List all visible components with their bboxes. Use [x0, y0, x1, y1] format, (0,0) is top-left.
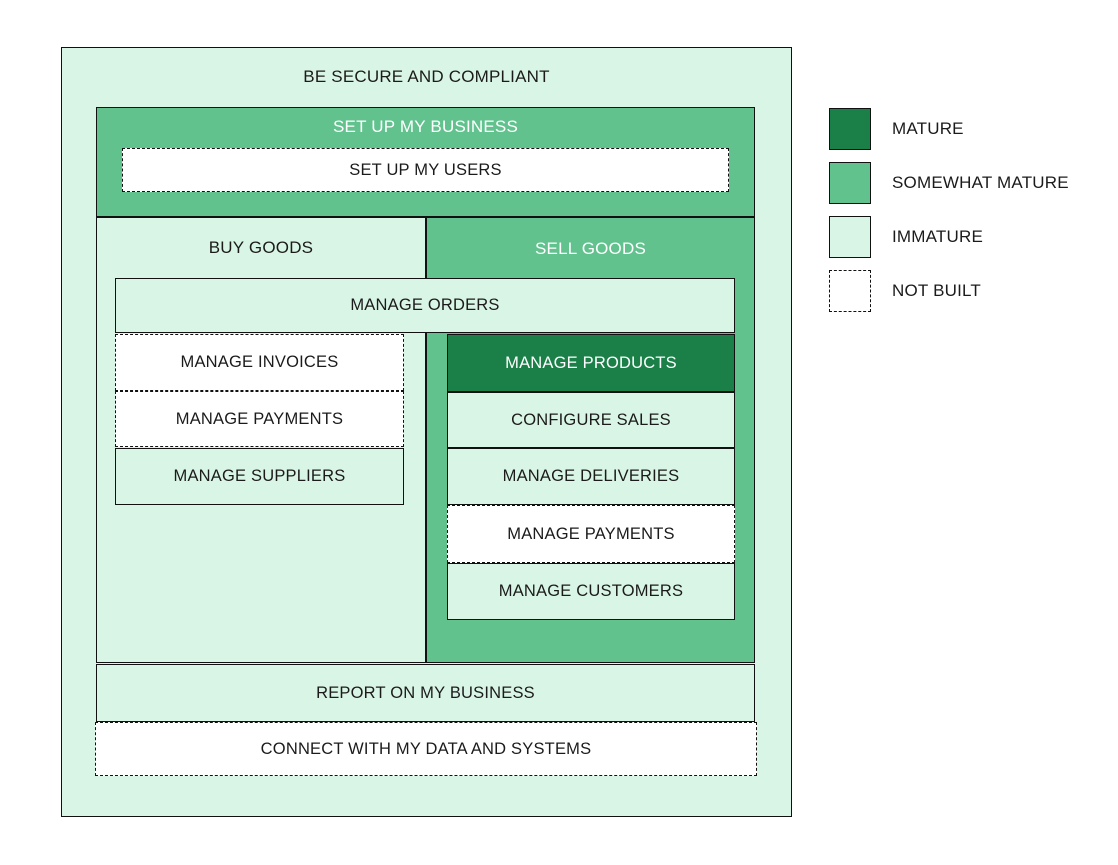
legend-swatch-immature-icon — [829, 216, 871, 258]
box-manage-orders[interactable]: MANAGE ORDERS — [115, 278, 735, 333]
legend-label-somewhat-mature: SOMEWHAT MATURE — [892, 173, 1069, 192]
legend-label-immature: IMMATURE — [892, 227, 983, 246]
legend-label-not-built: NOT BUILT — [892, 281, 982, 300]
legend-swatch-somewhat-mature-icon — [829, 162, 871, 204]
legend-swatch-not-built-icon — [829, 270, 871, 312]
box-manage-products[interactable]: MANAGE PRODUCTS — [447, 334, 735, 392]
legend: MATURE SOMEWHAT MATURE IMMATURE NOT BUIL… — [829, 102, 1109, 318]
box-configure-sales[interactable]: CONFIGURE SALES — [447, 392, 735, 448]
legend-item-mature: MATURE — [829, 102, 1109, 156]
column-buy-goods-label: BUY GOODS — [208, 237, 314, 257]
band-report-on-my-business[interactable]: REPORT ON MY BUSINESS — [96, 664, 755, 722]
box-manage-invoices[interactable]: MANAGE INVOICES — [115, 334, 404, 391]
column-sell-goods-label: SELL GOODS — [535, 238, 646, 258]
band-connect-with-my-data-and-systems[interactable]: CONNECT WITH MY DATA AND SYSTEMS — [95, 722, 757, 776]
legend-item-immature: IMMATURE — [829, 210, 1109, 264]
box-manage-suppliers[interactable]: MANAGE SUPPLIERS — [115, 448, 404, 505]
box-manage-deliveries[interactable]: MANAGE DELIVERIES — [447, 448, 735, 505]
legend-swatch-mature-icon — [829, 108, 871, 150]
legend-label-mature: MATURE — [892, 119, 964, 138]
box-set-up-my-users[interactable]: SET UP MY USERS — [122, 148, 729, 192]
box-manage-payments-sell[interactable]: MANAGE PAYMENTS — [447, 505, 735, 563]
box-manage-payments-buy[interactable]: MANAGE PAYMENTS — [115, 391, 404, 447]
page-title: BE SECURE AND COMPLIANT — [303, 66, 550, 86]
box-manage-customers[interactable]: MANAGE CUSTOMERS — [447, 563, 735, 620]
band-set-up-my-business-label: SET UP MY BUSINESS — [333, 116, 518, 136]
legend-item-somewhat-mature: SOMEWHAT MATURE — [829, 156, 1109, 210]
legend-item-not-built: NOT BUILT — [829, 264, 1109, 318]
